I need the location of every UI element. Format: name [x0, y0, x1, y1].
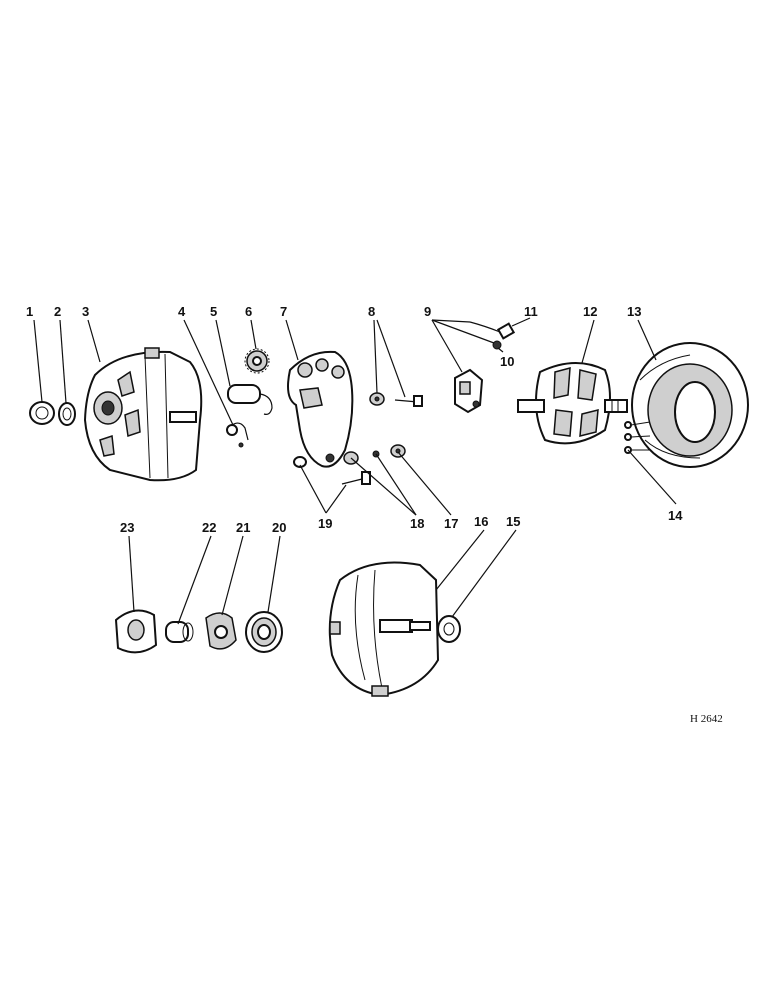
part-23-cap — [114, 609, 158, 654]
label-14: 14 — [668, 508, 683, 523]
part-20-bearing — [245, 611, 283, 653]
part-17-nut — [390, 444, 406, 458]
label-9: 9 — [424, 304, 431, 319]
part-4-terminal — [226, 422, 249, 448]
reference-code: H 2642 — [690, 713, 723, 725]
part-8-screw-washer — [369, 392, 423, 407]
part-7-rectifier — [287, 350, 354, 468]
label-23: 23 — [120, 520, 134, 535]
part-5-capacitor — [227, 384, 273, 415]
label-22: 22 — [202, 520, 216, 535]
label-12: 12 — [583, 304, 597, 319]
label-3: 3 — [82, 304, 89, 319]
label-21: 21 — [236, 520, 250, 535]
label-10: 10 — [500, 354, 514, 369]
part-21-retainer — [205, 612, 237, 650]
label-4: 4 — [178, 304, 186, 319]
part-14-stator-leads — [624, 421, 651, 454]
part-18-screws — [343, 450, 380, 465]
part-9-brush-holder — [454, 368, 484, 414]
part-1-bushing — [29, 401, 55, 425]
part-19-washer-bolt — [293, 456, 371, 485]
part-12-rotor — [517, 361, 628, 445]
label-7: 7 — [280, 304, 287, 319]
label-16: 16 — [474, 514, 488, 529]
label-13: 13 — [627, 304, 641, 319]
part-22-spacer — [165, 621, 194, 643]
label-11: 11 — [524, 304, 538, 319]
callout-labels: 1 2 3 4 5 6 7 8 9 10 11 12 13 14 15 16 1… — [26, 304, 683, 535]
part-3-drive-end-housing — [83, 347, 203, 482]
part-11-brush — [469, 321, 516, 340]
label-20: 20 — [272, 520, 286, 535]
label-15: 15 — [506, 514, 520, 529]
part-2-seal — [58, 402, 76, 426]
label-18: 18 — [410, 516, 424, 531]
label-19: 19 — [318, 516, 332, 531]
label-6: 6 — [245, 304, 252, 319]
label-2: 2 — [54, 304, 61, 319]
label-5: 5 — [210, 304, 217, 319]
part-16-slip-ring-housing — [328, 561, 440, 697]
part-10-screw — [492, 340, 502, 350]
leader-lines — [33, 317, 677, 625]
part-6-lock-washer — [244, 348, 270, 374]
label-8: 8 — [368, 304, 375, 319]
part-13-stator — [631, 342, 749, 468]
label-1: 1 — [26, 304, 33, 319]
part-15-seal — [437, 615, 461, 643]
label-17: 17 — [444, 516, 458, 531]
